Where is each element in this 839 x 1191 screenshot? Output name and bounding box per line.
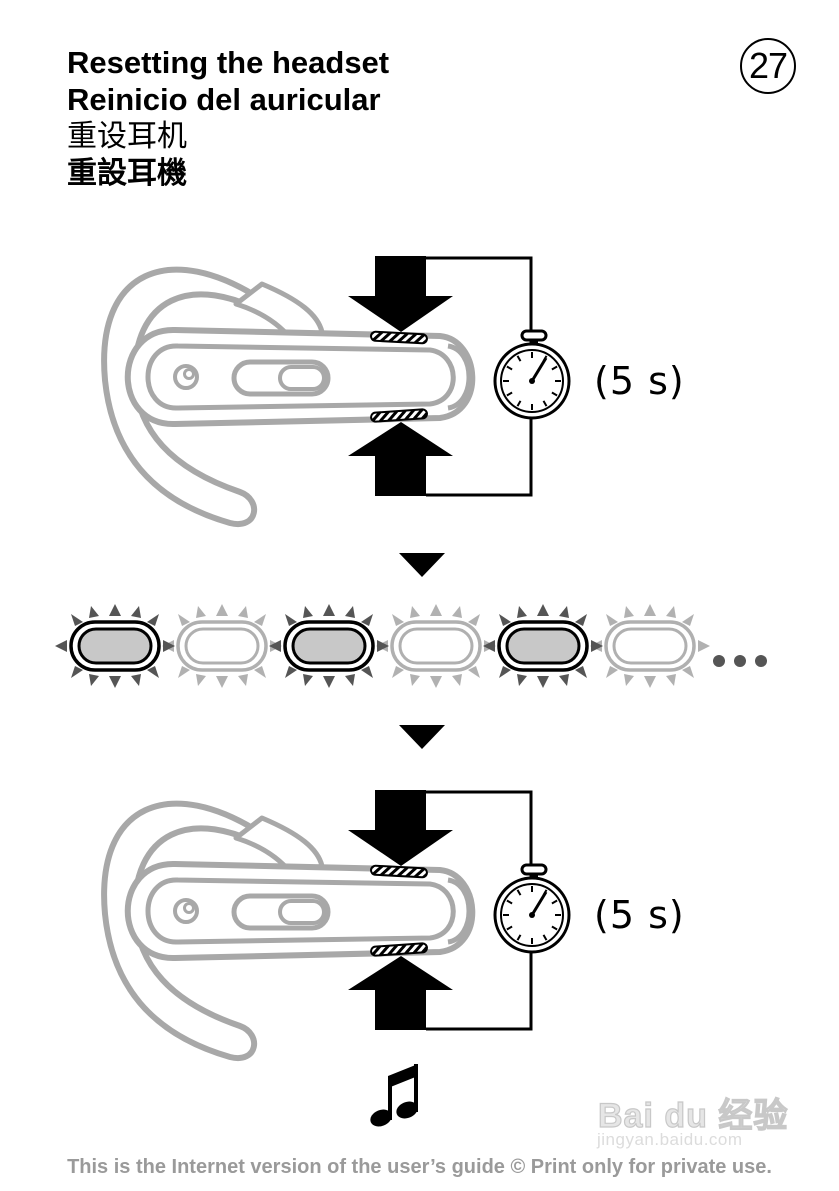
page-number: 27	[740, 38, 796, 94]
title-chinese-traditional: 重設耳機	[67, 156, 187, 191]
watermark-url: jingyan.baidu.com	[597, 1130, 743, 1149]
title-spanish: Reinicio del auricular	[67, 82, 381, 117]
title-english: Resetting the headset	[67, 45, 390, 80]
music-note-icon	[370, 1064, 418, 1127]
continuation-dots-icon	[713, 655, 767, 667]
blinking-light-icon-5	[483, 604, 603, 688]
footer-disclaimer: This is the Internet version of the user…	[67, 1156, 772, 1178]
title-block: Resetting the headset Reinicio del auric…	[67, 44, 389, 192]
stopwatch-icon-bottom	[493, 863, 571, 954]
headset-illustration-bottom	[104, 790, 531, 1058]
blinking-light-icon-6	[590, 604, 710, 688]
blinking-light-icon-4	[376, 604, 496, 688]
step-down-arrow-icon-1	[399, 553, 445, 577]
duration-label-bottom: (5 s)	[594, 893, 685, 937]
headset-illustration-top	[104, 256, 531, 524]
blinking-light-icon-3	[269, 604, 389, 688]
stopwatch-icon-top	[493, 329, 571, 420]
step-down-arrow-icon-2	[399, 725, 445, 749]
blinking-light-icon-1	[55, 604, 175, 688]
blinking-light-icon-2	[162, 604, 282, 688]
duration-label-top: (5 s)	[594, 359, 685, 403]
title-chinese-simplified: 重设耳机	[67, 119, 187, 154]
watermark-logo: Bai du 经验	[597, 1096, 789, 1135]
blinking-light-sequence	[55, 604, 710, 688]
